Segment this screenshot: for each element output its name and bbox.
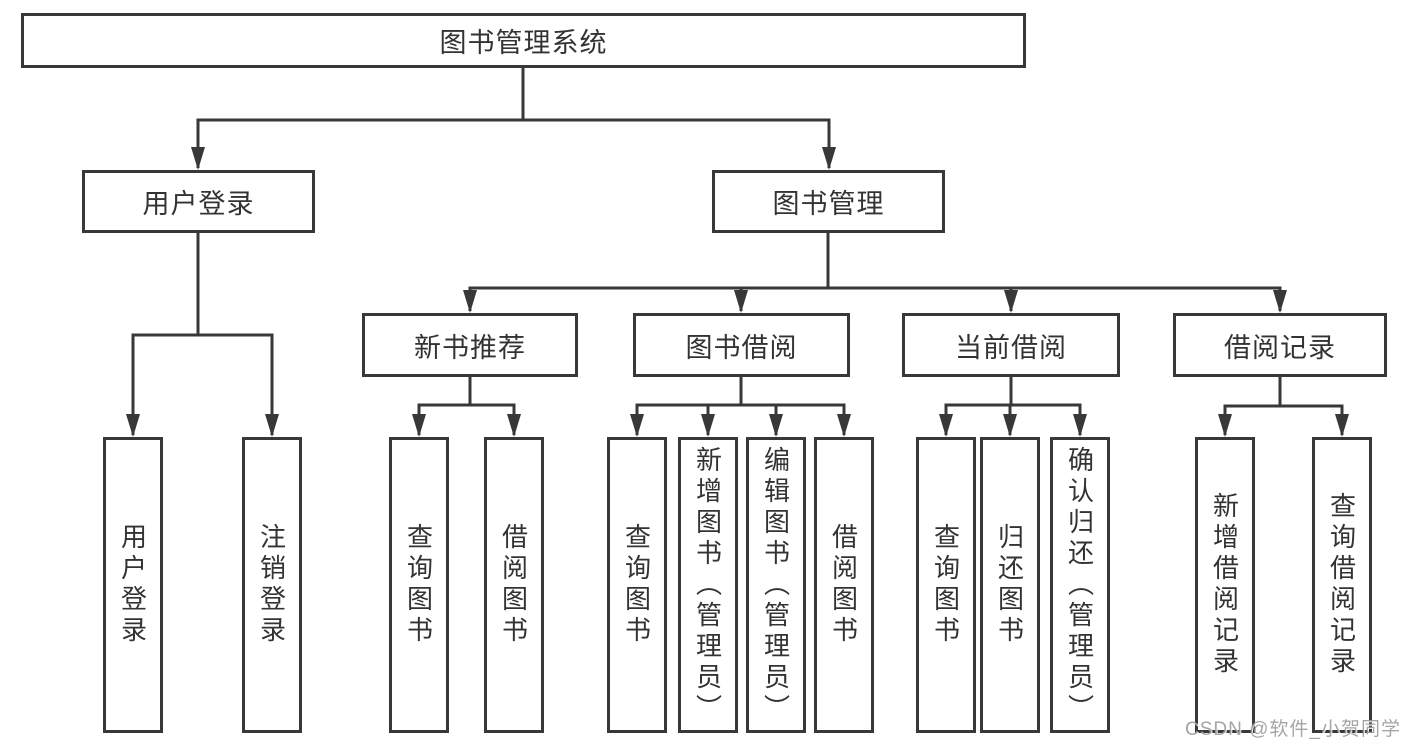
- leaf-nbr-query-book: 查询图书: [389, 437, 449, 733]
- node-borrow-records: 借阅记录: [1173, 313, 1387, 377]
- leaf-logout: 注销登录: [242, 437, 302, 733]
- leaf-br-add-record: 新增借阅记录: [1195, 437, 1255, 733]
- node-user-login-label: 用户登录: [142, 189, 255, 219]
- node-borrow-records-label: 借阅记录: [1224, 332, 1336, 363]
- leaf-br-query-record: 查询借阅记录: [1312, 437, 1372, 733]
- leaf-br-query-record-label: 查询借阅记录: [1326, 492, 1357, 678]
- leaf-nbr-borrow-book-label: 借阅图书: [498, 523, 529, 647]
- node-book-management: 图书管理: [712, 170, 945, 233]
- leaf-bb-borrow-book-label: 借阅图书: [828, 523, 859, 647]
- node-new-book-recommend: 新书推荐: [362, 313, 578, 377]
- leaf-logout-label: 注销登录: [256, 523, 287, 647]
- leaf-user-login-label: 用户登录: [117, 523, 148, 647]
- node-user-login: 用户登录: [82, 170, 315, 233]
- node-new-book-recommend-label: 新书推荐: [414, 332, 526, 363]
- leaf-bb-query-book: 查询图书: [607, 437, 667, 733]
- node-root: 图书管理系统: [21, 13, 1026, 68]
- leaf-cb-return-book-label: 归还图书: [994, 523, 1025, 647]
- leaf-cb-return-book: 归还图书: [980, 437, 1040, 733]
- node-book-management-label: 图书管理: [772, 189, 885, 219]
- leaf-br-add-record-label: 新增借阅记录: [1209, 492, 1240, 678]
- leaf-cb-query-book-label: 查询图书: [930, 523, 961, 647]
- node-current-borrow-label: 当前借阅: [955, 332, 1067, 363]
- leaf-nbr-borrow-book: 借阅图书: [484, 437, 544, 733]
- leaf-bb-edit-book-admin-label: 编辑图书（管理员）: [760, 445, 791, 725]
- node-root-label: 图书管理系统: [439, 28, 608, 58]
- leaf-bb-add-book-admin: 新增图书（管理员）: [678, 437, 738, 733]
- node-current-borrow: 当前借阅: [902, 313, 1120, 377]
- node-book-borrow: 图书借阅: [633, 313, 850, 377]
- leaf-bb-add-book-admin-label: 新增图书（管理员）: [692, 445, 723, 725]
- leaf-bb-query-book-label: 查询图书: [621, 523, 652, 647]
- leaf-nbr-query-book-label: 查询图书: [403, 523, 434, 647]
- leaf-user-login: 用户登录: [103, 437, 163, 733]
- node-book-borrow-label: 图书借阅: [685, 332, 798, 363]
- leaf-cb-confirm-return-admin-label: 确认归还（管理员）: [1064, 445, 1095, 725]
- leaf-bb-edit-book-admin: 编辑图书（管理员）: [746, 437, 806, 733]
- watermark: CSDN @软件_小贺同学: [1185, 719, 1401, 740]
- leaf-bb-borrow-book: 借阅图书: [814, 437, 874, 733]
- leaf-cb-query-book: 查询图书: [916, 437, 976, 733]
- leaf-cb-confirm-return-admin: 确认归还（管理员）: [1050, 437, 1110, 733]
